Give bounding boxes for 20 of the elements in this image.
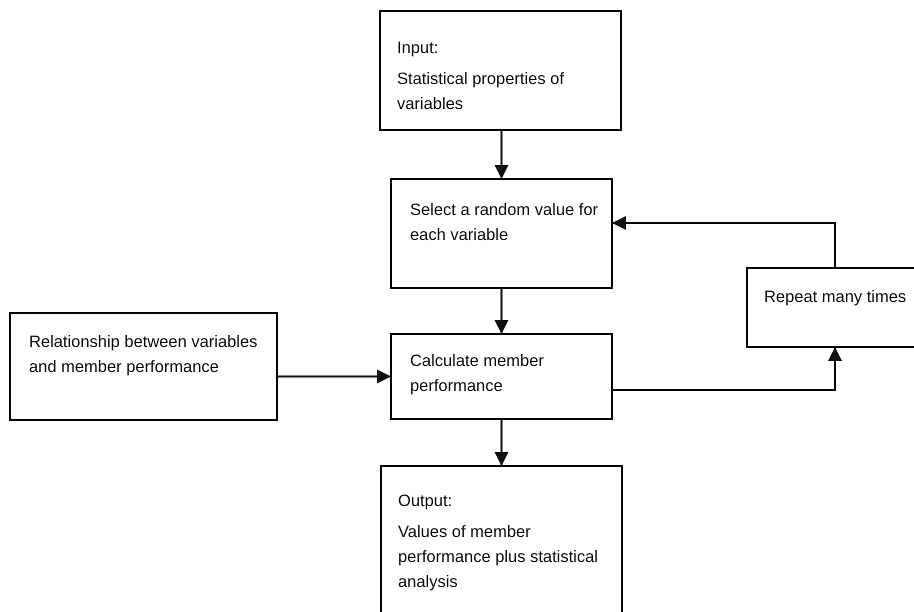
box-text: Select a random value for each variable <box>410 200 600 246</box>
arrow <box>494 420 508 466</box>
process-box <box>9 312 278 421</box>
arrow <box>278 370 391 384</box>
arrow <box>613 347 842 391</box>
process-box <box>746 267 914 348</box>
box-text: Calculate member performance <box>410 351 545 397</box>
process-box <box>379 10 622 131</box>
arrow <box>494 131 508 179</box>
process-box <box>380 465 623 612</box>
box-text: Statistical properties of variables <box>397 69 565 115</box>
process-box <box>390 178 613 289</box>
box-heading: Output: <box>398 491 454 512</box>
process-box <box>390 333 613 420</box>
box-heading: Input: <box>397 38 440 59</box>
box-text: Relationship between variables and member performance <box>29 332 258 378</box>
arrow <box>612 216 836 267</box>
arrow <box>494 289 508 334</box>
box-text: Values of member performance plus statistical analysis <box>398 522 599 593</box>
box-text: Repeat many times <box>764 287 908 308</box>
